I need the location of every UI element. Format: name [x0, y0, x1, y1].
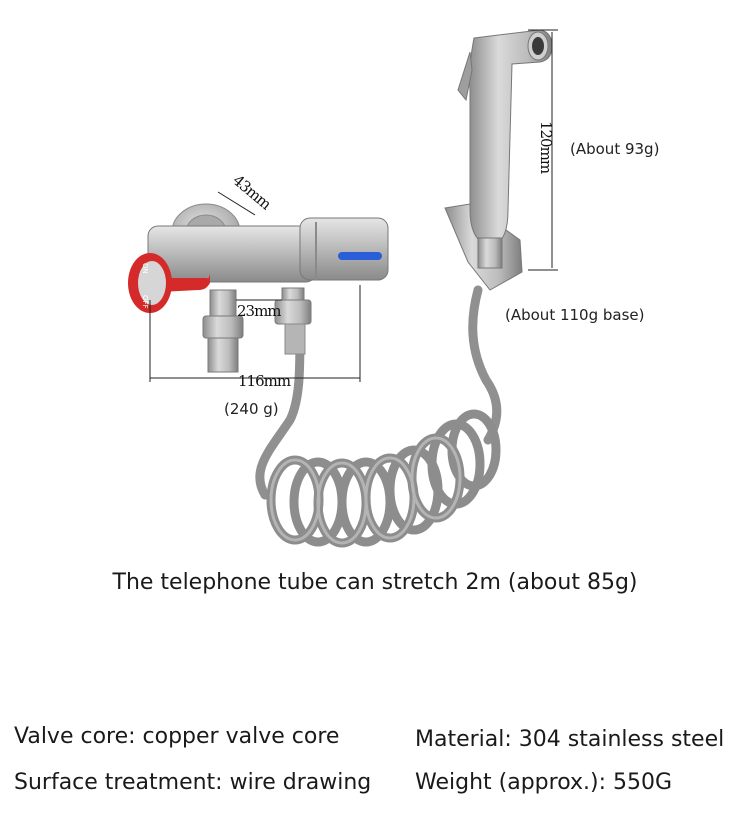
outlet-spacing-dimension: 23mm [237, 302, 282, 320]
dimension-lines [149, 29, 558, 382]
hose-caption: The telephone tube can stretch 2m (about… [112, 570, 638, 595]
spec-surface-treatment: Surface treatment: wire drawing [14, 770, 372, 795]
cold-indicator-stripe [338, 252, 382, 260]
spec-material: Material: 304 stainless steel [415, 727, 725, 752]
valve-weight-label: (240 g) [224, 400, 279, 418]
base-weight-label: (About 110g base) [505, 306, 645, 324]
coiled-hose [255, 285, 502, 548]
product-illustration: ON OFF [128, 29, 558, 548]
sprayer-length-dimension: 120mm [537, 120, 556, 174]
valve-length-dimension: 116mm [238, 372, 291, 390]
angle-valve: ON OFF [128, 217, 389, 373]
spec-weight: Weight (approx.): 550G [415, 770, 673, 795]
valve-on-marking: ON [141, 263, 149, 274]
sprayer-weight-label: (About 93g) [570, 140, 660, 158]
valve-off-marking: OFF [141, 295, 149, 309]
spec-valve-core: Valve core: copper valve core [14, 724, 340, 749]
